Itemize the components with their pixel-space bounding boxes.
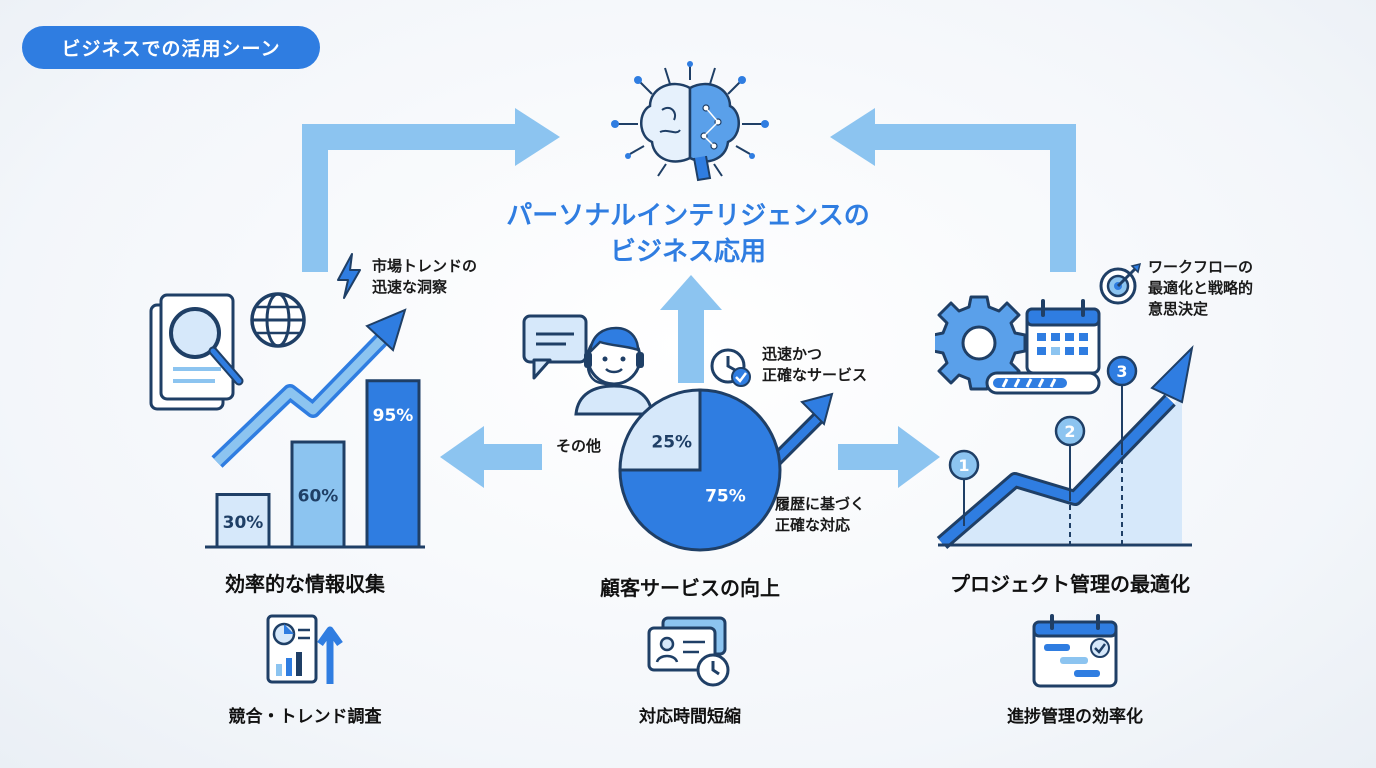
bar-1-label: 30%: [223, 513, 264, 533]
right-note-line-2: 最適化と戦略的: [1148, 279, 1254, 297]
pie-main-value-label: 75%: [705, 486, 746, 506]
pie-chart: 25% 75%: [618, 388, 834, 552]
left-note-line-2: 迅速な洞察: [372, 278, 448, 296]
center-note-top-line-1: 迅速かつ: [762, 345, 823, 363]
right-note-line-3: 意思決定: [1148, 300, 1209, 318]
main-title: パーソナルインテリジェンスの ビジネス応用: [470, 198, 906, 270]
right-section-title: プロジェクト管理の最適化: [950, 572, 1190, 596]
lightning-icon: [337, 253, 361, 299]
bar-1: [215, 493, 271, 549]
main-title-line-2: ビジネス応用: [609, 237, 766, 267]
flow-arrow-right-to-brain: [870, 124, 1076, 272]
bar-3: [365, 379, 421, 549]
center-sub-label: 対応時間短縮: [639, 707, 741, 727]
clock-check-icon: [710, 348, 751, 387]
gantt-calendar-icon: [1032, 614, 1118, 688]
right-sub-label: 進捗管理の効率化: [1007, 707, 1143, 727]
globe-icon: [250, 292, 306, 348]
bar-3-label: 95%: [373, 406, 414, 426]
main-title-line-1: パーソナルインテリジェンスの: [506, 201, 870, 231]
bar-2-label: 60%: [298, 487, 339, 507]
left-note: 市場トレンドの 迅速な洞察: [372, 256, 477, 298]
id-card-clock-icon: [647, 616, 730, 687]
step-marker-2: 2: [1054, 415, 1086, 447]
project-growth-arrow-head: [1150, 345, 1194, 404]
left-section-title: 効率的な情報収集: [225, 572, 385, 596]
flow-arrow-to-left-head: [440, 426, 484, 488]
center-note-top: 迅速かつ 正確なサービス: [762, 344, 867, 386]
pie-other-label: その他: [556, 437, 602, 455]
step-marker-3-label: 3: [1116, 362, 1127, 381]
left-note-line-1: 市場トレンドの: [372, 257, 478, 275]
step-marker-3: 3: [1106, 355, 1138, 387]
gear-icon: [935, 295, 1027, 391]
center-note-top-line-2: 正確なサービス: [762, 366, 868, 384]
left-sub-label: 競合・トレンド調査: [228, 707, 382, 727]
bar-2: [290, 440, 346, 549]
document-search-icon: [149, 293, 244, 411]
brain-icon: [611, 61, 769, 182]
center-note-bottom-line-1: 履歴に基づく: [775, 495, 866, 513]
project-growth-chart: 1 2 3: [936, 345, 1194, 550]
center-note-bottom: 履歴に基づく 正確な対応: [775, 494, 865, 536]
right-note-line-1: ワークフローの: [1148, 258, 1254, 276]
flow-arrow-left-to-brain: [302, 124, 520, 272]
flow-arrow-to-right-shaft: [838, 444, 902, 470]
support-agent-icon: [522, 314, 654, 416]
pie-slice-other: [618, 388, 702, 472]
calendar-icon: [1025, 299, 1101, 375]
flow-arrow-center-head: [660, 275, 722, 310]
flow-arrow-right-head: [830, 108, 875, 166]
bar-chart: 30% 60% 95%: [205, 308, 425, 549]
step-marker-1: 1: [948, 449, 980, 481]
chat-bubble-icon: [522, 314, 588, 364]
center-note-bottom-line-2: 正確な対応: [775, 516, 851, 534]
flow-arrow-center-shaft: [678, 305, 704, 383]
pie-growth-arrow-head: [800, 392, 834, 426]
report-growth-icon: [266, 614, 343, 684]
center-section-title: 顧客サービスの向上: [600, 576, 780, 600]
flow-arrow-left-head: [515, 108, 560, 166]
step-marker-2-label: 2: [1064, 422, 1075, 441]
step-marker-1-label: 1: [958, 456, 969, 475]
flow-arrow-to-right-head: [898, 426, 940, 488]
target-icon: [1099, 262, 1142, 305]
section-badge: ビジネスでの活用シーン: [22, 26, 320, 69]
bar-chart-arrow-head: [365, 308, 407, 352]
right-note: ワークフローの 最適化と戦略的 意思決定: [1148, 257, 1253, 320]
gear-calendar-icon: [935, 295, 1101, 395]
flow-arrow-to-left-shaft: [480, 444, 542, 470]
pie-other-value-label: 25%: [651, 433, 692, 453]
